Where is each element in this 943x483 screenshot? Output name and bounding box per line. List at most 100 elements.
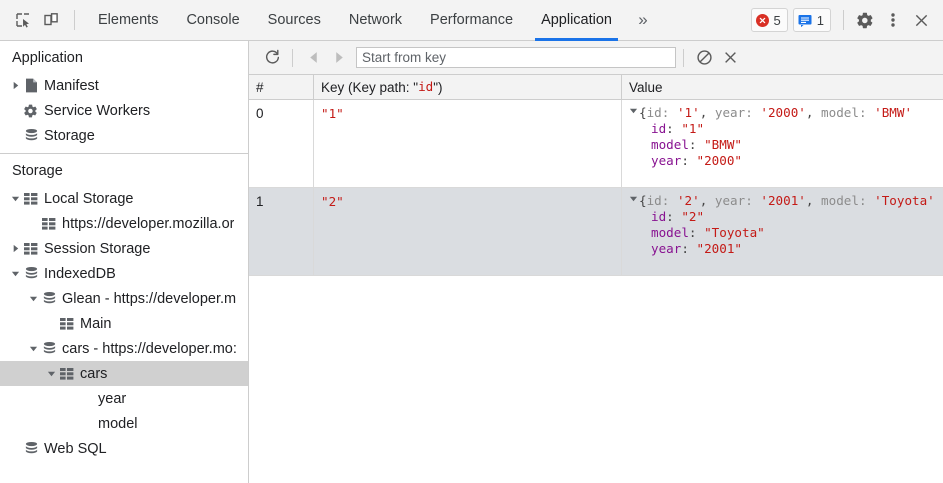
column-header-value[interactable]: Value <box>629 79 663 95</box>
object-property[interactable]: year: "2000" <box>651 153 743 168</box>
sidebar-item-session-storage[interactable]: Session Storage <box>0 236 248 261</box>
gear-icon[interactable] <box>851 6 879 34</box>
toolbar-divider <box>74 10 75 30</box>
object-property[interactable]: model: "Toyota" <box>651 225 765 240</box>
sidebar-item-model[interactable]: model <box>0 411 248 436</box>
next-page-icon[interactable] <box>326 45 352 71</box>
row-index: 0 <box>256 106 264 121</box>
object-preview[interactable]: {id: '2', year: '2001', model: 'Toyota' <box>627 193 943 209</box>
table-icon <box>58 367 76 380</box>
delete-selected-icon[interactable] <box>717 45 743 71</box>
key-path-code: id <box>418 79 434 94</box>
start-from-key-input[interactable] <box>356 47 676 68</box>
sidebar-item-cars-https-developer-mo[interactable]: cars - https://developer.mo: <box>0 336 248 361</box>
object-property[interactable]: year: "2001" <box>651 241 743 256</box>
sidebar-item-label: model <box>98 415 138 432</box>
table-icon <box>22 192 40 205</box>
cell-index: 1 <box>249 188 314 275</box>
data-grid-rows: 0"1"{id: '1', year: '2000', model: 'BMW'… <box>249 100 943 276</box>
message-count-badge[interactable]: 1 <box>792 8 831 32</box>
cell-key[interactable]: "2" <box>314 188 622 275</box>
sidebar-item-manifest[interactable]: Manifest <box>0 73 248 98</box>
chevron-down-icon[interactable] <box>627 193 639 203</box>
error-count: 5 <box>773 12 781 28</box>
table-row[interactable]: 0"1"{id: '1', year: '2000', model: 'BMW'… <box>249 100 943 188</box>
table-icon <box>58 317 76 330</box>
sidebar-section-application-title: Application <box>12 50 83 66</box>
sidebar-item-glean-https-developer-m[interactable]: Glean - https://developer.m <box>0 286 248 311</box>
sidebar-item-service-workers[interactable]: Service Workers <box>0 98 248 123</box>
tab-label: Elements <box>98 12 159 28</box>
object-property[interactable]: id: "1" <box>651 121 705 136</box>
sidebar-item-label: Manifest <box>44 77 99 94</box>
sidebar-item-year[interactable]: year <box>0 386 248 411</box>
cell-value[interactable]: {id: '2', year: '2001', model: 'Toyota'i… <box>622 188 943 275</box>
tab-sources[interactable]: Sources <box>254 0 335 41</box>
error-icon <box>755 13 769 27</box>
object-preview[interactable]: {id: '1', year: '2000', model: 'BMW' <box>627 105 943 121</box>
object-property[interactable]: model: "BMW" <box>651 137 743 152</box>
key-value: "2" <box>321 194 344 209</box>
column-header-index[interactable]: # <box>249 75 314 99</box>
key-header-suffix: ") <box>433 79 443 95</box>
sidebar-item-web-sql[interactable]: Web SQL <box>0 436 248 461</box>
chevron-right-icon[interactable] <box>8 81 22 90</box>
sidebar-item-local-storage[interactable]: Local Storage <box>0 186 248 211</box>
more-tabs-icon[interactable]: » <box>638 10 648 29</box>
chevron-down-icon[interactable] <box>8 194 22 203</box>
column-header-key[interactable]: Key (Key path: "id") <box>314 75 622 99</box>
chevron-down-icon[interactable] <box>26 294 40 303</box>
database-icon <box>22 266 40 281</box>
cell-value[interactable]: {id: '1', year: '2000', model: 'BMW'id: … <box>622 100 943 187</box>
table-row[interactable]: 1 "2" {id: '2', year: '2001', model: 'Toyo… <box>249 188 943 276</box>
data-grid-header: # Key (Key path: "id") Value <box>249 75 943 100</box>
chevron-down-icon[interactable] <box>627 105 639 115</box>
device-toolbar-icon[interactable] <box>37 6 65 34</box>
property-name: year <box>651 153 682 168</box>
message-bubble-icon <box>798 14 812 27</box>
sidebar-item-label: Session Storage <box>44 240 151 257</box>
table-icon <box>40 217 58 230</box>
sidebar-item-https-developer-mozilla-or[interactable]: https://developer.mozilla.or <box>0 211 248 236</box>
sidebar-item-storage[interactable]: Storage <box>0 123 248 148</box>
inspect-element-icon[interactable] <box>9 6 37 34</box>
sidebar-item-cars[interactable]: cars <box>0 361 248 386</box>
chevron-right-icon[interactable] <box>8 244 22 253</box>
chevron-down-icon[interactable] <box>8 269 22 278</box>
sidebar-section-storage-title: Storage <box>12 163 63 179</box>
tab-label: Application <box>541 12 612 28</box>
tab-elements[interactable]: Elements <box>84 0 172 41</box>
tabbar-right-icons: 5 1 <box>750 6 943 34</box>
refresh-icon[interactable] <box>259 45 285 71</box>
sidebar-item-indexeddb[interactable]: IndexedDB <box>0 261 248 286</box>
close-icon[interactable] <box>907 6 935 34</box>
previous-page-icon[interactable] <box>300 45 326 71</box>
database-icon <box>40 341 58 356</box>
chevron-down-icon[interactable] <box>26 344 40 353</box>
tab-application[interactable]: Application <box>527 0 626 41</box>
property-value: "2000" <box>696 153 743 168</box>
database-icon <box>40 291 58 306</box>
tab-performance[interactable]: Performance <box>416 0 527 41</box>
clear-all-icon[interactable] <box>691 45 717 71</box>
property-value: "BMW" <box>704 137 743 152</box>
object-property[interactable]: id: "2" <box>651 209 705 224</box>
kebab-menu-icon[interactable] <box>879 6 907 34</box>
tab-label: Console <box>186 12 240 28</box>
row-index: 1 <box>256 194 264 209</box>
toolbar-divider <box>843 10 844 30</box>
chevron-down-icon[interactable] <box>44 369 58 378</box>
database-icon <box>22 441 40 456</box>
error-count-badge[interactable]: 5 <box>750 8 788 32</box>
panel-tabs: Elements Console Sources Network Perform… <box>84 0 660 41</box>
sidebar-item-main[interactable]: Main <box>0 311 248 336</box>
cell-key[interactable]: "1" <box>314 100 622 187</box>
tab-console[interactable]: Console <box>172 0 253 41</box>
tab-network[interactable]: Network <box>335 0 416 41</box>
tabbar-left-icons <box>0 6 84 34</box>
